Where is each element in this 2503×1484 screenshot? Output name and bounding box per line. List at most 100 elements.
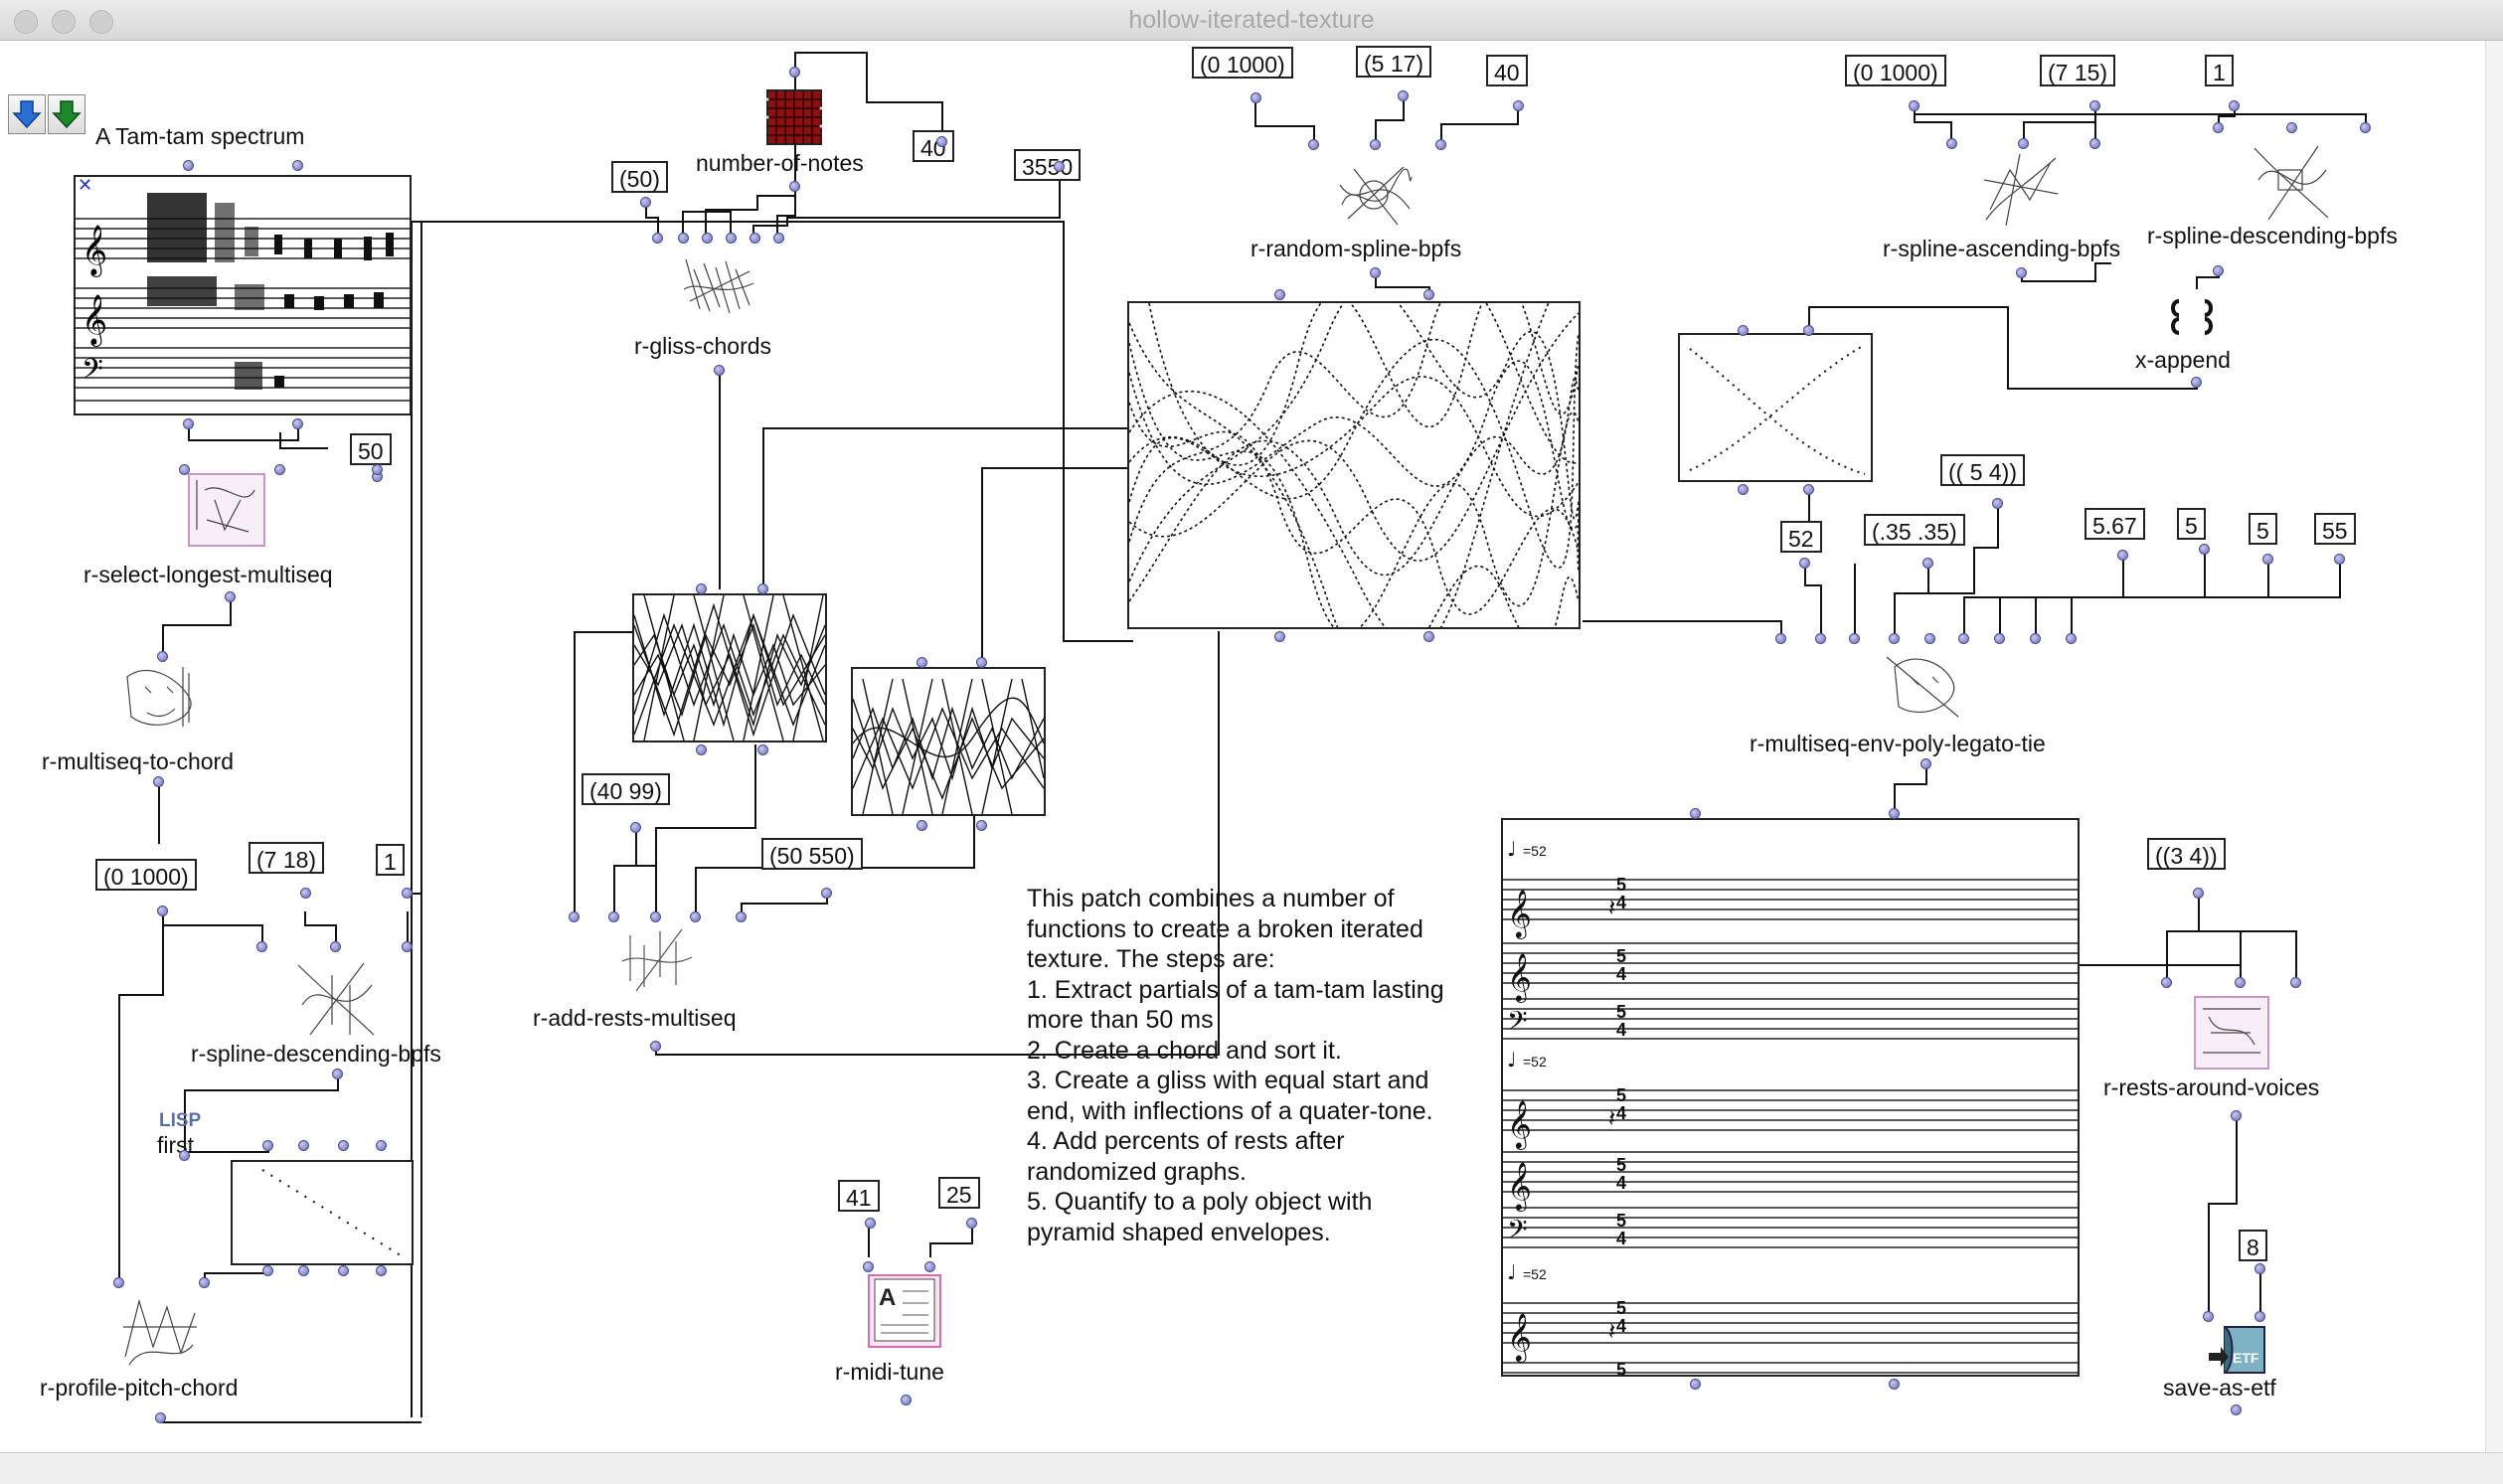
patch-canvas[interactable]: A Tam-tam spectrum 𝄞 𝄞 𝄢: [0, 41, 2485, 1452]
inlet-ascending-3[interactable]: [2089, 138, 2100, 149]
inlet-random-spline-3[interactable]: [1435, 139, 1446, 150]
outlet-rests-graph-1[interactable]: [917, 820, 927, 831]
outlet-descending[interactable]: [2213, 265, 2224, 276]
inlet-midi-2[interactable]: [924, 1261, 935, 1272]
red-grid-icon[interactable]: [765, 88, 823, 146]
inlet-gliss-2[interactable]: [678, 233, 689, 244]
number-box-5-4-list[interactable]: (( 5 4)): [1940, 454, 2025, 486]
number-box-41[interactable]: 41: [838, 1180, 880, 1212]
number-box-5-b[interactable]: 5: [2249, 513, 2277, 545]
inlet-select-2[interactable]: [274, 464, 285, 475]
number-box-35-35[interactable]: (.35 .35): [1864, 514, 1965, 546]
outlet-0-1000-random[interactable]: [1251, 92, 1261, 103]
outlet-52[interactable]: [1799, 558, 1810, 569]
tamtam-spectrum-score[interactable]: 𝄞 𝄞 𝄢 ✕: [74, 175, 412, 415]
inlet-descending-2[interactable]: [2286, 122, 2297, 133]
inlet-addrests-5[interactable]: [736, 911, 747, 922]
inlet-midi-1[interactable]: [863, 1261, 874, 1272]
inlet-random-graph-2[interactable]: [1423, 289, 1434, 300]
outlet-5-4-list[interactable]: [1992, 498, 2003, 509]
outlet-50-550[interactable]: [821, 888, 832, 899]
outlet-50-list[interactable]: [640, 197, 651, 208]
midi-tune-icon[interactable]: A: [865, 1271, 944, 1351]
outlet-bpf-2[interactable]: [298, 1265, 309, 1276]
zoom-window-button[interactable]: [89, 10, 113, 34]
poly-score-output[interactable]: 𝄞𝄞𝄢 𝄞𝄞𝄢 𝄞 ♩♩♩ 𝄽𝄽𝄽 =52 =52 =52 5 4 5 4 5 …: [1501, 818, 2080, 1377]
outlet-random-graph-2[interactable]: [1423, 631, 1434, 642]
inlet-bpf-4[interactable]: [376, 1140, 387, 1151]
outlet-random-spline[interactable]: [1370, 267, 1381, 278]
outlet-x-graph-2[interactable]: [1803, 484, 1814, 495]
inlet-first[interactable]: [179, 1150, 190, 1161]
outlet-etf[interactable]: [2231, 1404, 2242, 1415]
number-box-5-a[interactable]: 5: [2177, 508, 2206, 540]
inlet-bpf-2[interactable]: [298, 1140, 309, 1151]
inlet-addrests-4[interactable]: [690, 911, 701, 922]
number-box-3550[interactable]: 3550: [1014, 149, 1082, 181]
inlet-addrests-2[interactable]: [608, 911, 619, 922]
inlet-descending-3[interactable]: [2360, 122, 2371, 133]
inlet-gliss-graph-2[interactable]: [757, 583, 768, 594]
add-rests-sketch-icon[interactable]: [616, 921, 696, 997]
inlet-addrests-1[interactable]: [569, 911, 580, 922]
outlet-55[interactable]: [2334, 554, 2345, 565]
save-as-etf-icon[interactable]: ETF: [2207, 1323, 2270, 1377]
number-box-0-1000-left[interactable]: (0 1000): [95, 859, 197, 891]
number-box-50-threshold[interactable]: 50: [350, 433, 392, 465]
outlet-envpoly[interactable]: [1920, 758, 1931, 769]
outlet-8[interactable]: [2254, 1263, 2265, 1274]
outlet-gliss-graph-2[interactable]: [757, 744, 768, 755]
number-box-50-550[interactable]: (50 550): [761, 838, 863, 870]
outlet-gliss[interactable]: [714, 365, 725, 376]
inlet-rests-1[interactable]: [2161, 977, 2172, 988]
number-box-25[interactable]: 25: [938, 1177, 980, 1209]
inlet-envpoly-1[interactable]: [1775, 633, 1786, 644]
number-box-0-1000-random[interactable]: (0 1000): [1192, 47, 1293, 79]
inlet-descending-1[interactable]: [2213, 122, 2224, 133]
outlet-5-67[interactable]: [2117, 550, 2128, 561]
outlet-gliss-graph-1[interactable]: [696, 744, 707, 755]
inlet-etf-1[interactable]: [2203, 1311, 2214, 1322]
outlet-x-graph-1[interactable]: [1738, 484, 1749, 495]
number-box-1-splines[interactable]: 1: [2205, 55, 2234, 86]
inlet-rests-graph-1[interactable]: [917, 657, 927, 668]
inlet-bpf-3[interactable]: [338, 1140, 349, 1151]
outlet-ascending[interactable]: [2016, 267, 2027, 278]
outlet-descending-left[interactable]: [332, 1069, 343, 1079]
inlet-profile-1[interactable]: [113, 1277, 124, 1288]
inlet-descending-left-1[interactable]: [256, 941, 267, 952]
random-spline-bpf-graph[interactable]: [1127, 301, 1581, 629]
vertical-scrollbar[interactable]: [2485, 41, 2503, 1452]
inlet-envpoly-3[interactable]: [1849, 633, 1860, 644]
outlet-profile[interactable]: [155, 1412, 166, 1423]
move-down-blue-button[interactable]: [8, 94, 46, 134]
inlet-envpoly-9[interactable]: [2066, 633, 2077, 644]
inlet-rests-2[interactable]: [2235, 977, 2246, 988]
outlet-poly-2[interactable]: [1889, 1379, 1900, 1390]
number-box-50-list[interactable]: (50): [611, 161, 668, 193]
outlet-x-append[interactable]: [2191, 377, 2202, 388]
number-box-40-99[interactable]: (40 99): [582, 773, 670, 805]
spline-descending-top-sketch-icon[interactable]: [2249, 140, 2334, 226]
outlet-7-15[interactable]: [2089, 100, 2100, 111]
outlet-25[interactable]: [966, 1218, 977, 1229]
inlet-descending-left-3[interactable]: [402, 941, 413, 952]
outlet-rests-graph-2[interactable]: [976, 820, 987, 831]
inlet-envpoly-2[interactable]: [1815, 633, 1826, 644]
inlet-grid-top[interactable]: [789, 67, 800, 78]
inlet-bpf-1[interactable]: [262, 1140, 273, 1151]
minimize-window-button[interactable]: [52, 10, 76, 34]
number-box-52[interactable]: 52: [1780, 521, 1822, 553]
inlet-gliss-4[interactable]: [726, 233, 737, 244]
inlet-envpoly-7[interactable]: [1994, 633, 2005, 644]
outlet-bpf-1[interactable]: [262, 1265, 273, 1276]
inlet-rests-3[interactable]: [2290, 977, 2301, 988]
outlet-0-1000-splines[interactable]: [1909, 100, 1919, 111]
number-box-1-left[interactable]: 1: [376, 844, 405, 876]
x-curves-graph[interactable]: [1678, 333, 1873, 482]
outlet-poly-1[interactable]: [1690, 1379, 1701, 1390]
inlet-envpoly-6[interactable]: [1958, 633, 1969, 644]
outlet-35-35[interactable]: [1922, 558, 1933, 569]
outlet-40-99[interactable]: [630, 822, 641, 833]
inlet-select-1[interactable]: [179, 464, 190, 475]
